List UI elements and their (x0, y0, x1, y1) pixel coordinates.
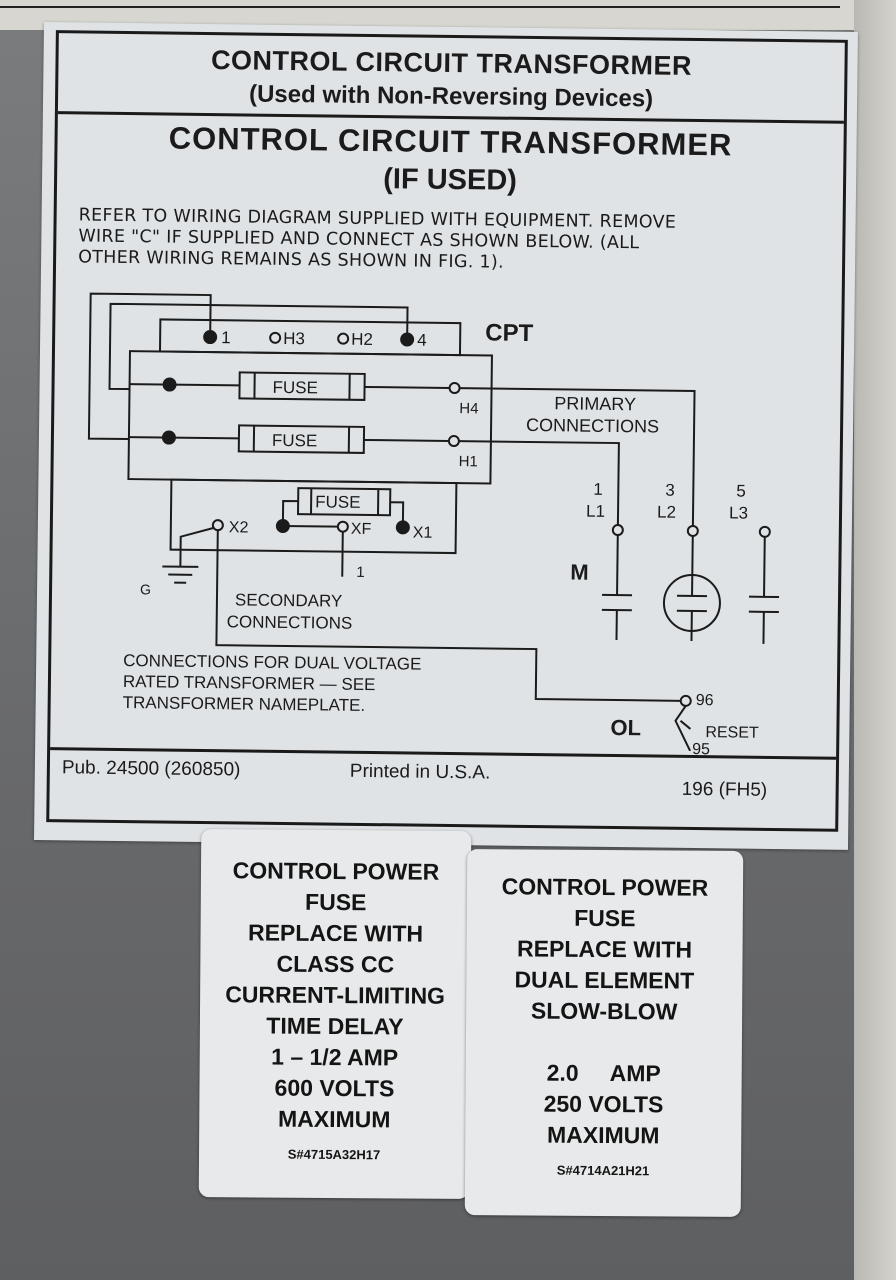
sticker-line: TIME DELAY (266, 1012, 404, 1040)
wire (108, 302, 409, 391)
section-title: CONTROL CIRCUIT TRANSFORMER (IF USED) (57, 119, 844, 202)
sticker-line: REPLACE WITH (247, 919, 424, 947)
fuse-sticker-class-cc: CONTROL POWER FUSE REPLACE WITH CLASS CC… (198, 829, 472, 1199)
wire-h4 (459, 387, 696, 526)
sticker-line: MAXIMUM (277, 1105, 391, 1133)
label-border: CONTROL CIRCUIT TRANSFORMER (Used with N… (46, 30, 848, 832)
terminal-h2: H2 (351, 330, 373, 349)
sticker-part-number: S#4715A32H17 (287, 1146, 381, 1163)
sticker-spacer (466, 1026, 742, 1059)
line-3-label: L3 (729, 503, 748, 522)
sticker-line: CONTROL POWER (501, 873, 709, 901)
cpt-label: CPT (485, 319, 534, 347)
x2-label: X2 (229, 519, 249, 536)
sticker-volts: 600 VOLTS (274, 1074, 395, 1102)
fuse-2-label: FUSE (272, 431, 318, 451)
dual-note-2: RATED TRANSFORMER — SEE (123, 672, 376, 694)
sticker-line: CLASS CC (276, 950, 395, 978)
secondary-label: SECONDARY (235, 590, 343, 610)
secondary-box (169, 478, 458, 555)
wire-h1 (458, 440, 620, 526)
xf-label: XF (351, 521, 372, 538)
fuse-3-label: FUSE (315, 492, 361, 512)
sticker-part-number: S#4714A21H21 (556, 1162, 650, 1179)
dual-note-1: CONNECTIONS FOR DUAL VOLTAGE (123, 651, 421, 674)
door-edge (854, 0, 896, 1280)
wire-x2 (215, 530, 681, 702)
terminal-4: 4 (417, 331, 427, 350)
secondary-label-2: CONNECTIONS (227, 612, 353, 633)
sticker-line: CURRENT-LIMITING (225, 981, 446, 1009)
x1-label: X1 (413, 525, 433, 542)
line-3-num: 5 (736, 481, 746, 500)
sticker-volts: 250 VOLTS (543, 1090, 664, 1118)
primary-label-2: CONNECTIONS (526, 415, 659, 437)
sticker-amp: 1 – 1/2 AMP (271, 1043, 399, 1071)
sticker-line: FUSE (574, 904, 636, 932)
pub-number: Pub. 24500 (260850) (61, 757, 241, 781)
primary-label: PRIMARY (554, 393, 636, 414)
terminal-1: 1 (221, 328, 231, 347)
fuse-1-label: FUSE (272, 378, 318, 398)
ol-label: OL (610, 715, 641, 740)
wiring-label: CONTROL CIRCUIT TRANSFORMER (Used with N… (34, 22, 858, 850)
sticker-line: SLOW-BLOW (530, 997, 678, 1025)
section-title-sub: (IF USED) (383, 163, 518, 197)
sticker-amp: 2.0 AMP (546, 1059, 661, 1087)
cpt-box (127, 350, 493, 485)
header-subtitle: (Used with Non-Reversing Devices) (248, 80, 654, 113)
wire (87, 292, 212, 441)
fuse-sticker-slow-blow: CONTROL POWER FUSE REPLACE WITH DUAL ELE… (464, 849, 744, 1217)
sticker-line: MAXIMUM (546, 1121, 660, 1149)
line-1-num: 1 (593, 480, 603, 499)
ol-96: 96 (696, 692, 714, 709)
dual-note-3: TRANSFORMER NAMEPLATE. (123, 693, 366, 715)
printed-in: Printed in U.S.A. (349, 760, 491, 784)
reset-label: RESET (705, 724, 759, 742)
wire-1-label: 1 (356, 564, 365, 581)
sticker-line: CONTROL POWER (232, 857, 440, 885)
section-title-text: CONTROL CIRCUIT TRANSFORMER (168, 120, 733, 163)
line-2-num: 3 (665, 481, 675, 500)
sticker-line: DUAL ELEMENT (514, 966, 695, 994)
m-label: M (570, 559, 589, 584)
sticker-line: FUSE (305, 888, 367, 916)
label-code: 196 (FH5) (681, 778, 768, 801)
sticker-line: REPLACE WITH (516, 935, 693, 963)
wiring-diagram: 1 H3 H2 4 CPT FUSE H4 FUSE H1 (87, 292, 780, 752)
h4-label: H4 (459, 400, 478, 417)
h1-label: H1 (459, 453, 478, 470)
line-2-label: L2 (657, 503, 676, 522)
label-header: CONTROL CIRCUIT TRANSFORMER (Used with N… (57, 33, 845, 124)
terminal-h3: H3 (283, 329, 305, 348)
wiring-note: REFER TO WIRING DIAGRAM SUPPLIED WITH EQ… (78, 205, 839, 277)
g-label: G (140, 581, 151, 597)
line-1-label: L1 (586, 502, 605, 521)
header-title: CONTROL CIRCUIT TRANSFORMER (210, 45, 693, 81)
